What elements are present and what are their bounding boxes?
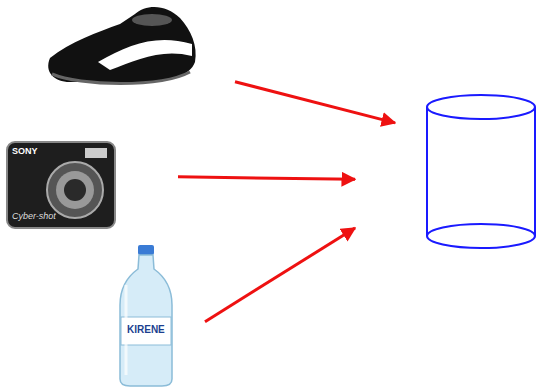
flow-arrow	[178, 177, 355, 180]
bottle-item-drawing	[112, 245, 180, 387]
shoe-item-drawing	[40, 0, 200, 95]
flow-arrow	[235, 82, 395, 123]
bottle-item: KIRENE	[112, 245, 180, 387]
database-cylinder	[425, 93, 537, 250]
camera-item: SONY Cyber-shot	[5, 140, 117, 232]
shoe-item	[40, 0, 200, 95]
flow-arrow	[205, 228, 355, 322]
database-cylinder-drawing	[425, 93, 537, 250]
brand-label: Cyber-shot	[12, 212, 56, 221]
brand-label: KIRENE	[127, 325, 165, 335]
brand-label: SONY	[12, 147, 38, 156]
